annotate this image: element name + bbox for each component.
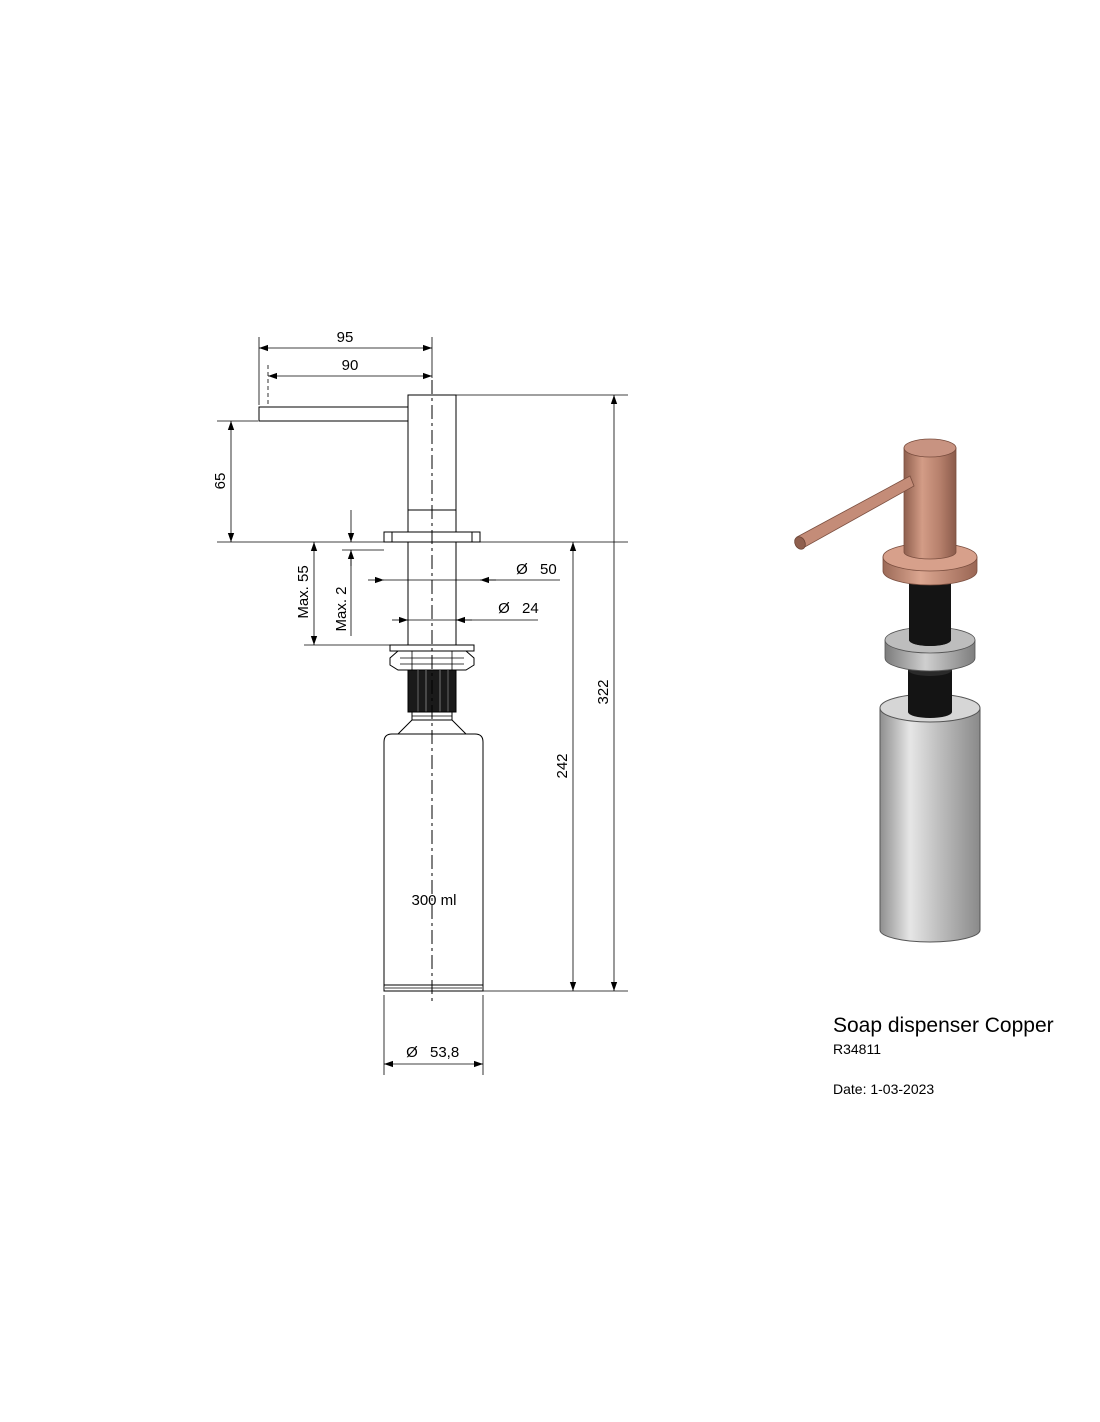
extension-lines: [217, 337, 628, 1075]
product-title: Soap dispenser Copper: [833, 1014, 1054, 1037]
dim-24: 24: [522, 600, 539, 617]
product-render: [794, 438, 981, 943]
diameter-symbol-53-8: Ø: [406, 1044, 418, 1061]
dim-max-55: Max. 55: [295, 565, 312, 618]
dim-95: 95: [337, 329, 354, 346]
dim-max-2: Max. 2: [333, 586, 350, 631]
dim-65: 65: [212, 473, 229, 490]
dim-322: 322: [595, 679, 612, 704]
title-block: Soap dispenser Copper R34811 Date: 1-03-…: [833, 1012, 1054, 1098]
diameter-symbol-50: Ø: [516, 561, 528, 578]
dim-50: 50: [540, 561, 557, 578]
product-code: R34811: [833, 1041, 882, 1057]
dim-90: 90: [342, 357, 359, 374]
dimension-lines: [227, 344, 618, 1068]
dim-53-8: 53,8: [430, 1044, 459, 1061]
bottle-capacity-label: 300 ml: [411, 892, 456, 909]
dim-242: 242: [554, 753, 571, 778]
diameter-symbol-24: Ø: [498, 600, 510, 617]
drawing-date: Date: 1-03-2023: [833, 1081, 935, 1097]
